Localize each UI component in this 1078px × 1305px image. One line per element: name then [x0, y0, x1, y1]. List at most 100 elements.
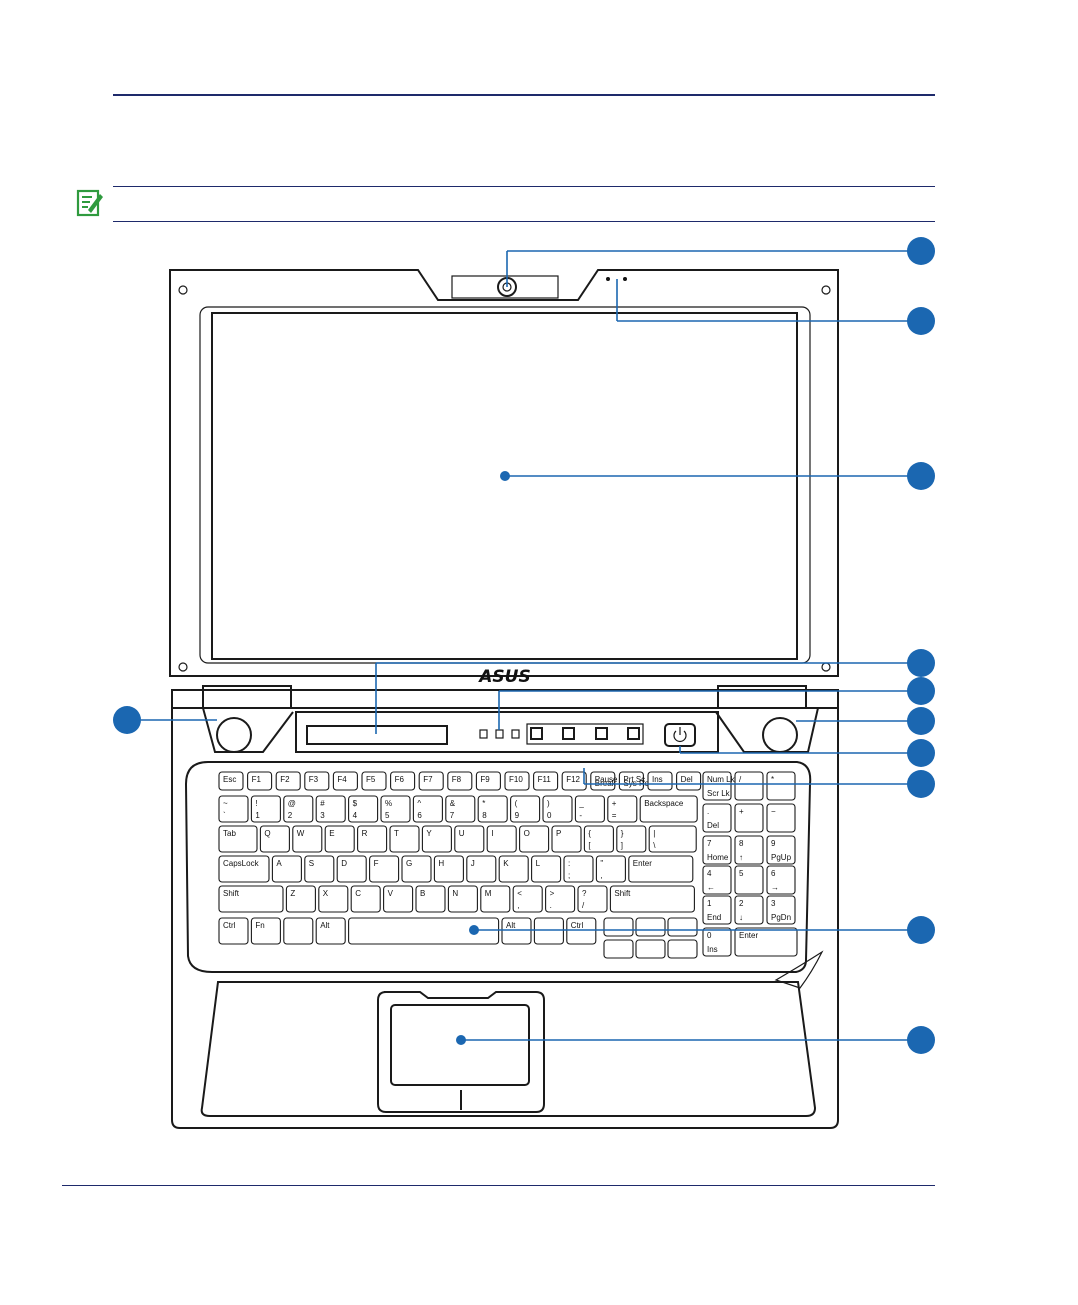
- key[interactable]: Z: [285, 885, 316, 913]
- key[interactable]: 6→: [766, 865, 796, 895]
- key[interactable]: Enter: [628, 855, 694, 883]
- key[interactable]: ^6: [412, 795, 443, 823]
- key[interactable]: &7: [445, 795, 476, 823]
- key[interactable]: I: [486, 825, 517, 853]
- key[interactable]: Shift: [218, 885, 284, 913]
- key[interactable]: ",: [595, 855, 626, 883]
- key[interactable]: @2: [283, 795, 314, 823]
- hotkey-button[interactable]: [595, 727, 608, 740]
- key[interactable]: F11: [533, 771, 559, 791]
- key[interactable]: Q: [259, 825, 290, 853]
- key[interactable]: +: [734, 803, 764, 833]
- key[interactable]: L: [531, 855, 562, 883]
- key[interactable]: D: [336, 855, 367, 883]
- key[interactable]: F9: [475, 771, 501, 791]
- key[interactable]: W: [292, 825, 323, 853]
- key[interactable]: N: [447, 885, 478, 913]
- key[interactable]: 4←: [702, 865, 732, 895]
- key[interactable]: #3: [315, 795, 346, 823]
- key[interactable]: [667, 917, 698, 937]
- key[interactable]: Esc: [218, 771, 244, 791]
- key[interactable]: Ctrl: [218, 917, 249, 945]
- key[interactable]: O: [519, 825, 550, 853]
- hotkey-button[interactable]: [627, 727, 640, 740]
- key[interactable]: Enter: [734, 927, 798, 957]
- key[interactable]: Alt: [501, 917, 532, 945]
- key[interactable]: +=: [607, 795, 638, 823]
- key[interactable]: F1: [247, 771, 273, 791]
- key[interactable]: F5: [361, 771, 387, 791]
- key[interactable]: J: [466, 855, 497, 883]
- key[interactable]: S: [304, 855, 335, 883]
- key[interactable]: M: [480, 885, 511, 913]
- key[interactable]: [603, 939, 634, 959]
- key[interactable]: CapsLock: [218, 855, 270, 883]
- key[interactable]: K: [498, 855, 529, 883]
- key[interactable]: F6: [390, 771, 416, 791]
- key[interactable]: )0: [542, 795, 573, 823]
- key[interactable]: Y: [421, 825, 452, 853]
- key[interactable]: 5: [734, 865, 764, 895]
- key[interactable]: C: [350, 885, 381, 913]
- key[interactable]: [348, 917, 500, 945]
- key[interactable]: Backspace: [639, 795, 698, 823]
- key[interactable]: {[: [583, 825, 614, 853]
- key[interactable]: F10: [504, 771, 530, 791]
- key[interactable]: H: [433, 855, 464, 883]
- key[interactable]: F3: [304, 771, 330, 791]
- key[interactable]: *8: [477, 795, 508, 823]
- key[interactable]: /: [734, 771, 764, 801]
- key[interactable]: F7: [418, 771, 444, 791]
- key[interactable]: Shift: [609, 885, 695, 913]
- key[interactable]: !1: [250, 795, 281, 823]
- key[interactable]: Ins: [647, 771, 673, 791]
- key[interactable]: %5: [380, 795, 411, 823]
- key[interactable]: Alt: [315, 917, 346, 945]
- key[interactable]: }]: [616, 825, 647, 853]
- key[interactable]: [667, 939, 698, 959]
- key[interactable]: |\: [648, 825, 697, 853]
- hotkey-button[interactable]: [530, 727, 543, 740]
- key[interactable]: [533, 917, 564, 945]
- key[interactable]: F2: [275, 771, 301, 791]
- key[interactable]: [635, 939, 666, 959]
- key[interactable]: F8: [447, 771, 473, 791]
- key[interactable]: −: [766, 803, 796, 833]
- key[interactable]: U: [454, 825, 485, 853]
- key[interactable]: ?/: [577, 885, 608, 913]
- key[interactable]: .Del: [702, 803, 732, 833]
- key[interactable]: <,: [512, 885, 543, 913]
- key[interactable]: A: [271, 855, 302, 883]
- key[interactable]: [635, 917, 666, 937]
- key[interactable]: T: [389, 825, 420, 853]
- key[interactable]: V: [383, 885, 414, 913]
- key[interactable]: [603, 917, 634, 937]
- key[interactable]: P: [551, 825, 582, 853]
- key[interactable]: F4: [332, 771, 358, 791]
- key[interactable]: :;: [563, 855, 594, 883]
- key[interactable]: B: [415, 885, 446, 913]
- touchpad[interactable]: [390, 1004, 530, 1086]
- key[interactable]: _-: [574, 795, 605, 823]
- key[interactable]: F12: [561, 771, 587, 791]
- key[interactable]: Ctrl: [566, 917, 597, 945]
- key[interactable]: ~`: [218, 795, 249, 823]
- key[interactable]: >.: [545, 885, 576, 913]
- key[interactable]: (9: [510, 795, 541, 823]
- key[interactable]: $4: [348, 795, 379, 823]
- key[interactable]: Fn: [250, 917, 281, 945]
- key[interactable]: 8↑: [734, 835, 764, 865]
- key[interactable]: G: [401, 855, 432, 883]
- key[interactable]: X: [318, 885, 349, 913]
- key[interactable]: Tab: [218, 825, 258, 853]
- key[interactable]: [283, 917, 314, 945]
- key[interactable]: F: [369, 855, 400, 883]
- key[interactable]: Del: [676, 771, 702, 791]
- hotkey-button[interactable]: [562, 727, 575, 740]
